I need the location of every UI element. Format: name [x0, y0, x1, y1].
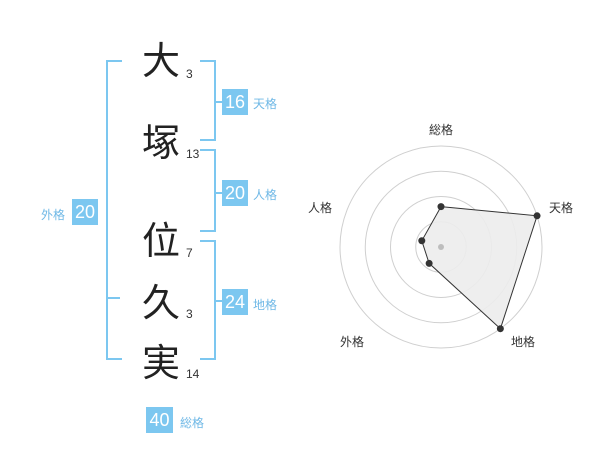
- chikaku-value: 24: [222, 289, 248, 315]
- radar-axis-label-soukaku: 総格: [429, 122, 453, 137]
- tenkaku-label: 天格: [253, 97, 278, 111]
- stroke-count-4: 3: [186, 307, 193, 321]
- tenkaku-bracket: [200, 60, 216, 141]
- radar-point: [437, 203, 445, 211]
- gaikaku-value: 20: [72, 199, 98, 225]
- soukaku-label: 総格: [180, 416, 205, 430]
- radar-axis-label-gaikaku: 外格: [340, 334, 364, 349]
- jinkaku-value: 20: [222, 180, 248, 206]
- jinkaku-connector: [214, 192, 222, 194]
- radar-point: [425, 259, 433, 267]
- tenkaku-value: 16: [222, 89, 248, 115]
- stroke-count-5: 14: [186, 367, 200, 381]
- radar-points: [418, 203, 541, 333]
- gaikaku-bracket-mid-tick: [106, 297, 120, 299]
- name-char-5: 実: [141, 341, 180, 385]
- chikaku-label: 地格: [253, 298, 278, 312]
- radar-axis-label-jinkaku: 人格: [308, 200, 332, 215]
- radar-axis-label-tenkaku: 天格: [549, 200, 573, 215]
- radar-point: [418, 237, 426, 245]
- jinkaku-label: 人格: [253, 188, 278, 202]
- chikaku-connector: [214, 300, 222, 302]
- radar-axis-label-chikaku: 地格: [511, 334, 535, 349]
- soukaku-value: 40: [146, 407, 173, 433]
- radar-ring: [339, 145, 543, 349]
- radar-polygon: [421, 206, 538, 330]
- radar-point: [533, 212, 541, 220]
- stroke-count-3: 7: [186, 246, 193, 260]
- gaikaku-label: 外格: [41, 208, 66, 222]
- stroke-count-2: 13: [186, 147, 200, 161]
- name-char-3: 位: [141, 219, 180, 263]
- jinkaku-bracket: [200, 149, 216, 232]
- radar-center-dot: [438, 244, 444, 250]
- name-char-2: 塚: [141, 121, 180, 165]
- radar-point: [496, 325, 504, 333]
- tenkaku-connector: [214, 101, 222, 103]
- name-char-4: 久: [141, 281, 180, 325]
- gaikaku-bracket: [106, 60, 122, 360]
- stroke-count-1: 3: [186, 67, 193, 81]
- name-char-1: 大: [141, 39, 180, 83]
